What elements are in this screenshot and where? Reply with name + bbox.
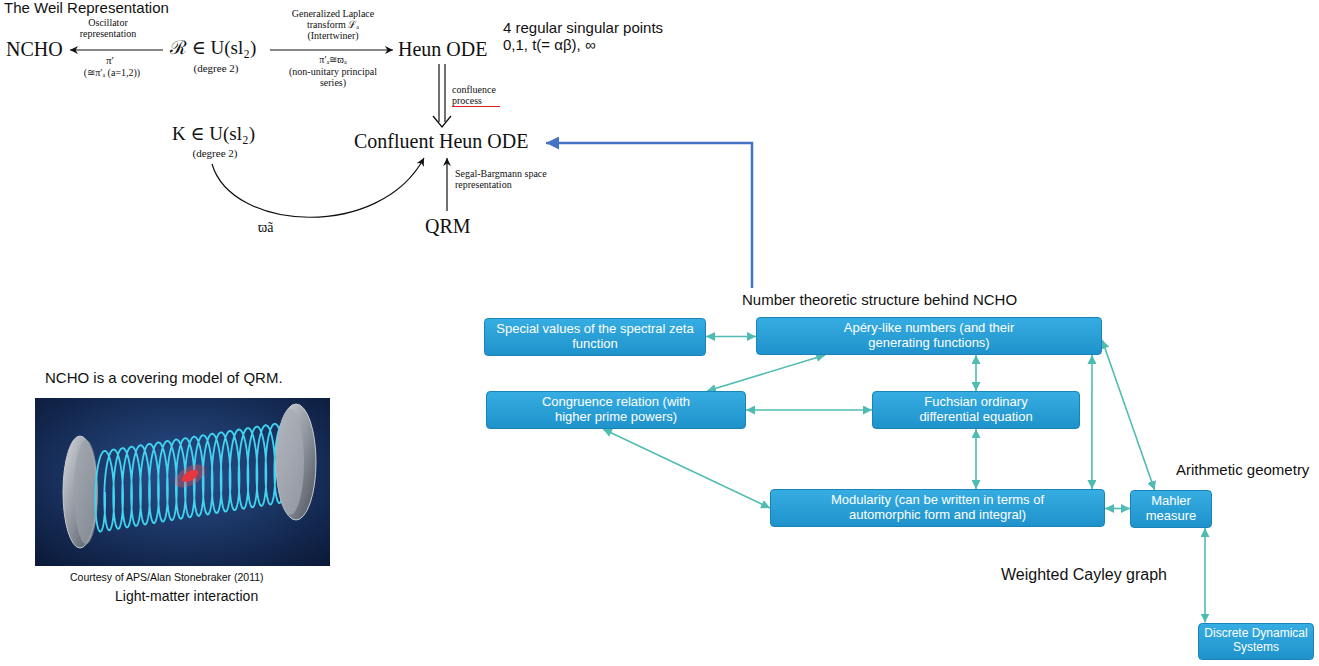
- map-arrow: [446, 158, 447, 211]
- concept-box: Apéry-like numbers (and their generating…: [756, 317, 1102, 355]
- arrow-label: (non-unitary principal series): [288, 66, 378, 88]
- relation-arrow: [975, 429, 977, 489]
- relation-arrow: [707, 355, 825, 391]
- curved-map-arrow: [212, 158, 424, 217]
- mirror: [63, 436, 97, 548]
- math-term: Heun ODE: [398, 38, 487, 60]
- concept-box: Congruence relation (with higher prime p…: [486, 391, 746, 429]
- box-text: Discrete Dynamical Systems: [1202, 627, 1310, 655]
- relation-arrow: [1091, 355, 1093, 489]
- concept-box: Discrete Dynamical Systems: [1198, 623, 1314, 660]
- math-term: NCHO: [6, 38, 63, 60]
- image-caption: Light-matter interaction: [115, 589, 258, 604]
- relation-arrow: [1102, 340, 1155, 490]
- box-text: Modularity (can be written in terms of a…: [801, 493, 1074, 523]
- concept-box: Modularity (can be written in terms of a…: [770, 489, 1105, 527]
- map-arrow: [70, 49, 163, 50]
- math-term: Confluent Heun ODE: [354, 130, 528, 152]
- pointer-arrow: [546, 143, 752, 288]
- math-note: (degree 2): [172, 147, 258, 159]
- relation-arrow: [603, 429, 770, 508]
- box-text: Mahler measure: [1135, 494, 1207, 524]
- arrow-label: Segal-Bargmann space representation: [455, 168, 555, 190]
- map-arrow: [270, 49, 393, 50]
- note-text: NCHO is a covering model of QRM.: [45, 370, 283, 387]
- atom: [180, 468, 200, 485]
- mirror: [276, 409, 304, 515]
- arrow-label: ϖã: [258, 220, 273, 235]
- diagram-heading: The Weil Representation: [4, 0, 169, 17]
- double-arrow: [438, 64, 439, 122]
- mirror: [74, 440, 98, 544]
- annotation: Arithmetic geometry: [1176, 462, 1309, 479]
- arrow-label: π′ₐ≅ϖₐ: [288, 54, 378, 65]
- math-term: QRM: [425, 215, 471, 237]
- math-term: ℛ ∈ U(sl₂): [170, 38, 256, 59]
- double-arrow: [444, 64, 445, 122]
- relation-arrow: [1105, 508, 1130, 510]
- box-text: Apéry-like numbers (and their generating…: [817, 321, 1041, 351]
- box-text: Special values of the spectral zeta func…: [491, 322, 699, 352]
- relation-arrow: [706, 336, 756, 338]
- relation-arrow: [746, 409, 872, 411]
- concept-box: Mahler measure: [1130, 490, 1212, 528]
- light-helix: [95, 422, 293, 531]
- arrow-label: π′: [106, 54, 114, 66]
- box-text: Fuchsian ordinary differential equation: [908, 395, 1044, 425]
- concept-box: Fuchsian ordinary differential equation: [872, 391, 1080, 429]
- arrow-label: Generalized Laplace transform ℒₐ (Intert…: [288, 8, 378, 41]
- double-arrow-head: [433, 116, 451, 127]
- mirror: [276, 404, 316, 520]
- atom-glow: [171, 460, 209, 493]
- box-text: Congruence relation (with higher prime p…: [532, 395, 700, 425]
- relation-arrow: [1204, 528, 1206, 623]
- math-term: K ∈ U(sl₂): [172, 124, 255, 145]
- edge-label: Weighted Cayley graph: [1001, 566, 1167, 584]
- arrow-label: Oscillator representation: [68, 17, 148, 39]
- arrow-label: confluence process: [452, 84, 500, 107]
- arrow-label: (≅π′ₐ (a=1,2)): [62, 67, 162, 78]
- annotation: 4 regular singular points 0,1, t(= αβ), …: [503, 20, 681, 53]
- relation-arrow: [975, 355, 977, 391]
- cavity-picture: [35, 398, 330, 566]
- concept-box: Special values of the spectral zeta func…: [484, 318, 706, 356]
- math-note: (degree 2): [170, 62, 262, 74]
- section-label: Number theoretic structure behind NCHO: [742, 292, 1017, 309]
- image-credit: Courtesy of APS/Alan Stonebraker (2011): [70, 572, 264, 584]
